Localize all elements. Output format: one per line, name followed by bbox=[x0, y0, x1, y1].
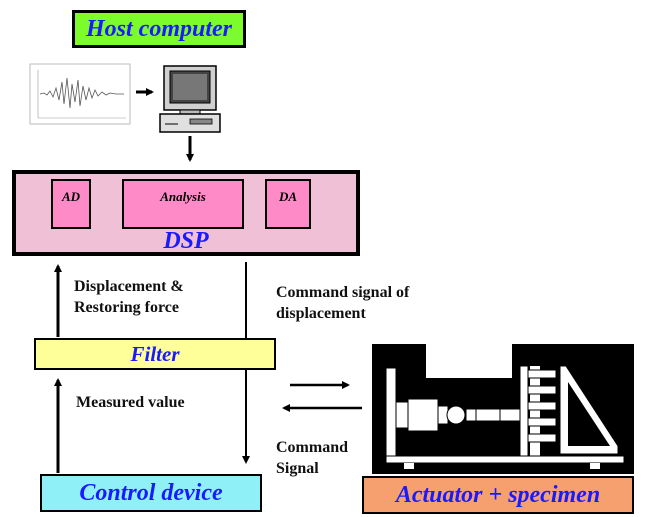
control-device-label: Control device bbox=[79, 479, 223, 506]
analysis-block: Analysis bbox=[122, 179, 244, 229]
command-displacement-label: Command signal of displacement bbox=[276, 282, 409, 324]
command-signal-label: Command Signal bbox=[276, 437, 348, 479]
da-block: DA bbox=[265, 179, 311, 229]
host-computer-label: Host computer bbox=[85, 15, 232, 42]
restoring-force-line: Restoring force bbox=[74, 299, 179, 316]
dsp-label: DSP bbox=[163, 228, 209, 254]
waveform-thumbnail-icon bbox=[29, 63, 131, 125]
displacement-word-line: displacement bbox=[276, 305, 366, 322]
ad-label: AD bbox=[61, 189, 81, 204]
da-label: DA bbox=[278, 189, 298, 204]
signal-line: Signal bbox=[276, 460, 319, 477]
command-line: Command bbox=[276, 439, 349, 456]
analysis-label: Analysis bbox=[160, 189, 206, 204]
displacement-restoring-label: Displacement & Restoring force bbox=[74, 276, 184, 318]
measured-value-label: Measured value bbox=[76, 394, 185, 411]
control-device-box: Control device bbox=[40, 474, 262, 512]
actuator-specimen-image bbox=[372, 344, 634, 474]
actuator-specimen-box: Actuator + specimen bbox=[362, 476, 634, 514]
host-computer-box: Host computer bbox=[72, 10, 246, 48]
command-signal-of-line: Command signal of bbox=[276, 284, 410, 301]
ad-block: AD bbox=[51, 179, 91, 229]
filter-label: Filter bbox=[130, 341, 180, 366]
computer-icon bbox=[159, 65, 221, 133]
filter-box: Filter bbox=[34, 338, 276, 370]
displacement-line: Displacement & bbox=[74, 278, 184, 295]
actuator-specimen-label: Actuator + specimen bbox=[395, 481, 601, 508]
